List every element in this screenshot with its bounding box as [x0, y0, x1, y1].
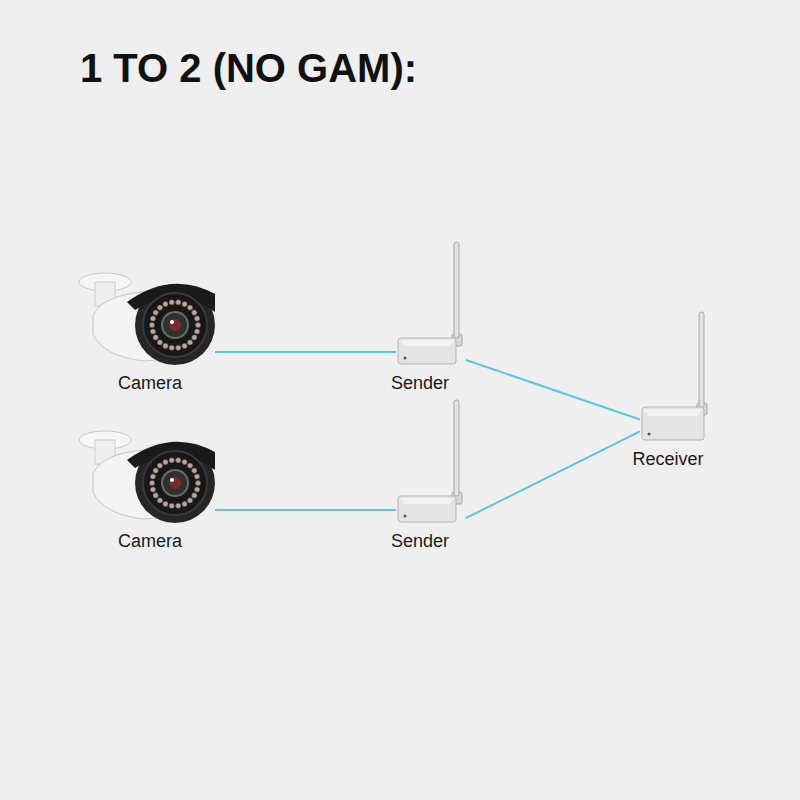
wireless-link-line [466, 360, 640, 420]
camera-node: Camera [75, 268, 215, 368]
wireless-link-line [466, 431, 640, 518]
camera-illustration [79, 431, 215, 523]
device-label: Sender [391, 374, 449, 394]
sender-illustration [398, 242, 462, 364]
camera-node: Camera [75, 426, 215, 526]
device-label: Sender [391, 532, 449, 552]
wireless-link-line [215, 351, 396, 353]
device-label: Camera [118, 374, 182, 394]
sender-illustration [398, 400, 462, 522]
sender-node: Sender [396, 240, 466, 365]
device-label: Camera [118, 532, 182, 552]
device-label: Receiver [632, 450, 703, 470]
sender-node: Sender [396, 398, 466, 523]
diagram-title: 1 TO 2 (NO GAM): [80, 46, 417, 91]
receiver-illustration [642, 312, 707, 440]
receiver-node: Receiver [640, 310, 712, 442]
camera-illustration [79, 273, 215, 365]
wireless-link-line [215, 509, 396, 511]
